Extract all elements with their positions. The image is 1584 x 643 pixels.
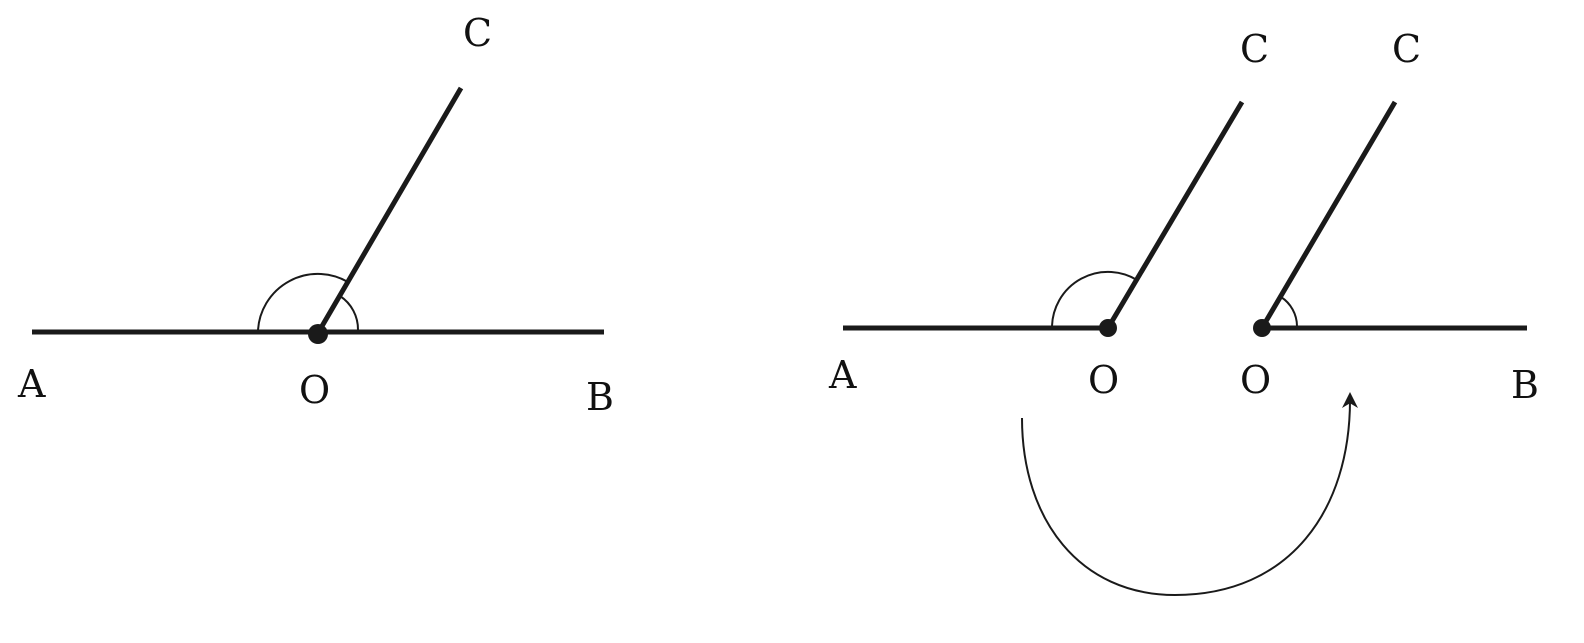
point-o [1253, 319, 1271, 337]
angle-boc-arc [1280, 296, 1298, 327]
ray-oc [315, 86, 464, 335]
label-b: B [1511, 363, 1539, 407]
right-figure-angle-aoc: A O C [828, 27, 1269, 402]
ray-oc [1105, 100, 1245, 330]
angle-boc-arc [339, 295, 360, 331]
label-b: B [586, 375, 614, 419]
angle-aoc-arc [257, 272, 349, 331]
label-o: O [299, 368, 330, 412]
right-figure-angle-boc: O B C [1240, 27, 1539, 407]
left-figure: A O B C [17, 11, 614, 419]
point-o [308, 324, 328, 344]
label-c: C [1392, 27, 1421, 71]
curved-arrow-icon [1021, 392, 1358, 597]
label-o: O [1240, 358, 1271, 402]
label-a: A [17, 362, 46, 406]
point-o [1099, 319, 1117, 337]
angle-aoc-arc [1051, 270, 1138, 327]
label-c: C [1240, 27, 1269, 71]
ray-oc [1259, 100, 1398, 330]
label-c: C [463, 11, 492, 55]
label-o: O [1088, 358, 1119, 402]
label-a: A [828, 353, 857, 397]
